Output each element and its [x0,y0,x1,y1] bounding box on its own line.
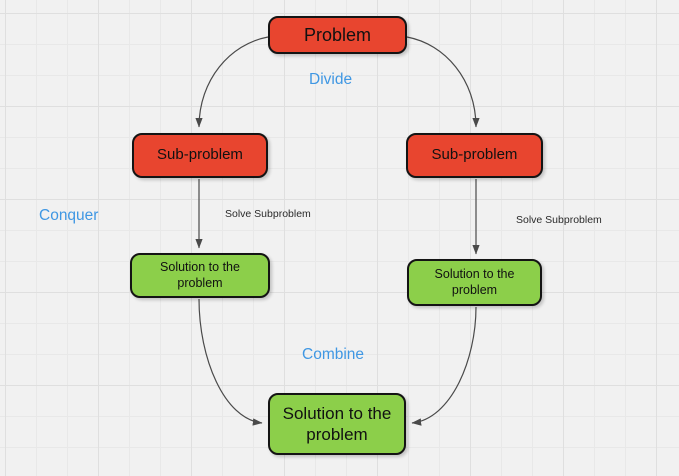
edge-divide-left [195,36,269,128]
node-solution-right: Solution to the problem [407,259,542,306]
node-problem-label: Problem [303,24,372,45]
edge-divide-right [406,36,480,128]
phase-label-conquer: Conquer [39,207,99,224]
node-subproblem-left: Sub-problem [132,133,268,178]
node-subproblem-right: Sub-problem [406,133,543,178]
node-solution-left: Solution to the problem [130,253,270,298]
node-solution-final: Solution to the problem [268,393,406,455]
edge-label-solve-subproblem-right: Solve Subproblem [516,214,602,226]
phase-label-divide: Divide [309,71,353,88]
edge-combine-right [411,306,477,426]
node-problem: Problem [268,16,407,54]
node-subproblem-left-label: Sub-problem [157,146,243,164]
edge-combine-left [198,298,263,426]
node-solution-right-label: Solution to the problem [434,266,515,297]
node-subproblem-right-label: Sub-problem [431,146,518,164]
edge-label-solve-subproblem-left: Solve Subproblem [225,208,311,220]
node-solution-left-label: Solution to the problem [160,259,240,290]
phase-label-combine: Combine [302,346,365,363]
node-solution-final-label: Solution to the problem [282,403,392,444]
